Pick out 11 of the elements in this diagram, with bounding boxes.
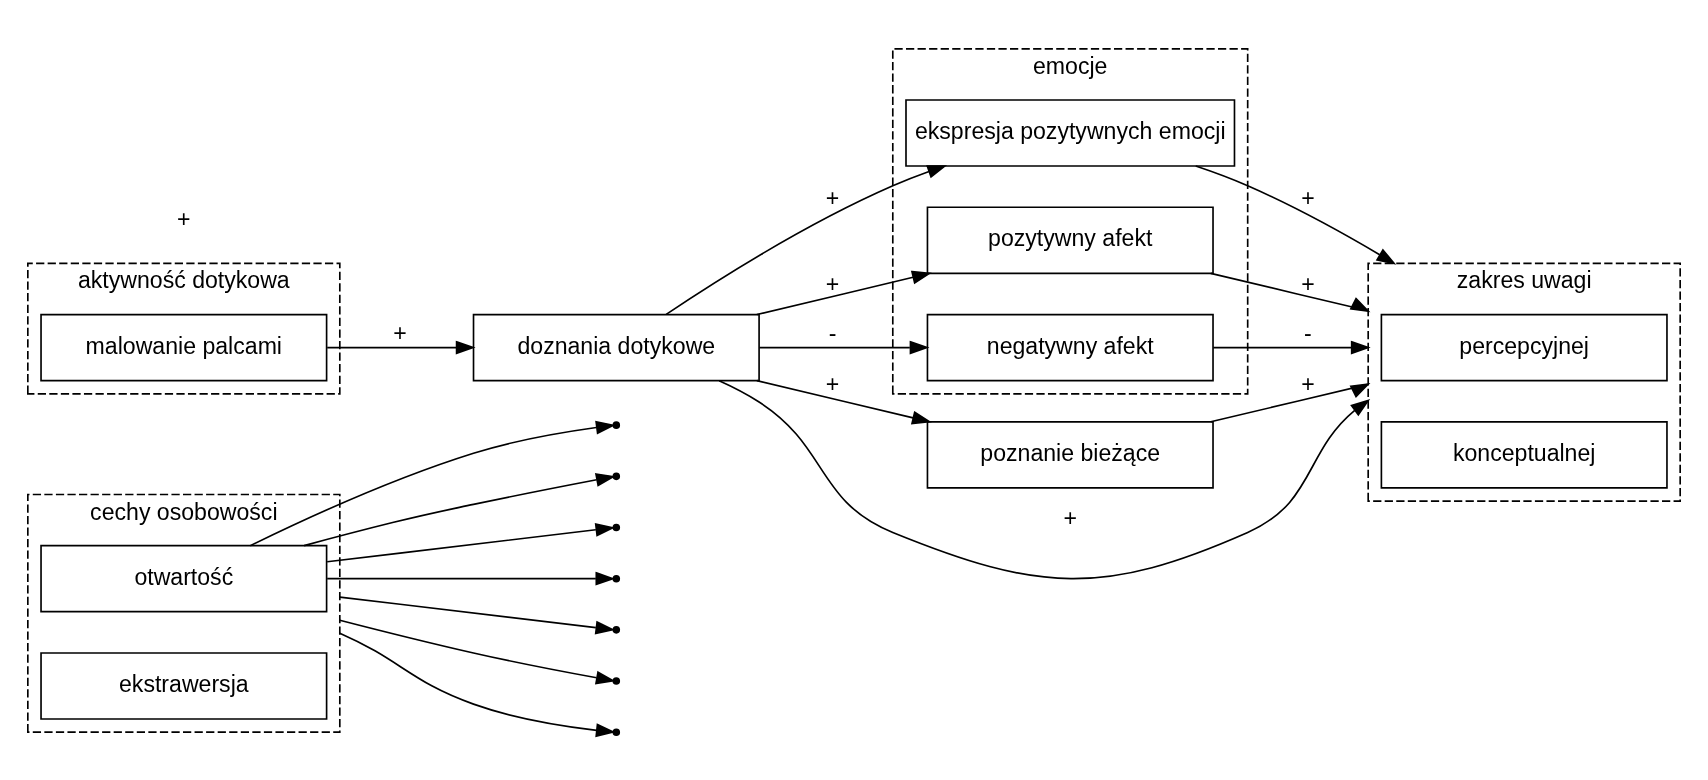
edge-label: + [393,319,407,346]
edge-label: + [1301,184,1315,211]
edge-label: + [825,270,840,297]
label: + [177,205,191,232]
edge-label: + [825,370,840,397]
edge-label: + [1301,370,1315,397]
edge-label: - [1304,319,1312,346]
edge-label: + [1063,504,1077,531]
edge-label: + [1301,270,1315,297]
edge-label: - [828,319,837,346]
edge-label: + [825,184,840,211]
